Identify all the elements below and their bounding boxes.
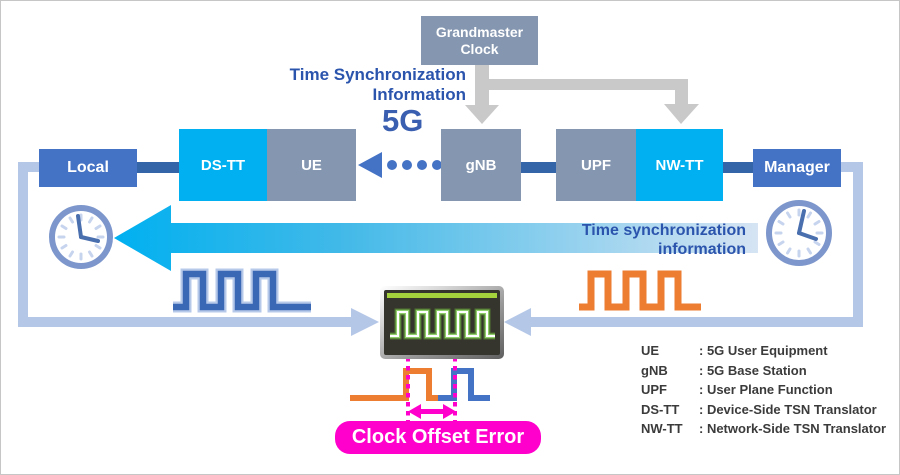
legend-row-upf: UPF : User Plane Function bbox=[641, 380, 886, 400]
legend-abbr: UPF bbox=[641, 382, 667, 397]
legend-def: : 5G User Equipment bbox=[699, 343, 828, 358]
manager-to-scope-path bbox=[504, 162, 863, 336]
legend-row-nwtt: NW-TT : Network-Side TSN Translator bbox=[641, 419, 886, 439]
offset-pulse-orange bbox=[350, 368, 438, 401]
node-ue: UE bbox=[267, 129, 356, 201]
legend-row-dstt: DS-TT : Device-Side TSN Translator bbox=[641, 400, 886, 420]
node-grandmaster-clock: Grandmaster Clock bbox=[421, 16, 538, 65]
oscilloscope-screen bbox=[384, 290, 500, 355]
manager-clock-icon bbox=[766, 200, 832, 266]
node-manager: Manager bbox=[753, 149, 841, 187]
node-nwtt: NW-TT bbox=[636, 129, 723, 201]
node-connectors bbox=[137, 162, 756, 173]
legend-def: : Device-Side TSN Translator bbox=[699, 401, 877, 417]
legend-abbr: UE bbox=[641, 343, 660, 358]
offset-guide-line-left bbox=[406, 357, 410, 422]
local-square-wave-icon bbox=[173, 268, 311, 313]
oscilloscope-wave bbox=[390, 308, 495, 340]
legend-def: : Network-Side TSN Translator bbox=[699, 421, 887, 436]
oscilloscope-icon bbox=[380, 286, 504, 359]
legend-row-ue: UE : 5G User Equipment bbox=[641, 341, 886, 361]
top-caption: Time Synchronization Information bbox=[289, 65, 466, 104]
oscilloscope-status-bar bbox=[387, 293, 497, 298]
grandmaster-to-gnb-arrow bbox=[465, 63, 499, 124]
offset-measure-arrow bbox=[408, 404, 456, 419]
time-sync-gradient-arrow bbox=[114, 205, 758, 271]
legend-abbr: NW-TT bbox=[641, 421, 683, 436]
clock-offset-error-badge: Clock Offset Error bbox=[335, 421, 541, 454]
legend: UE : 5G User Equipment gNB : 5G Base Sta… bbox=[641, 341, 886, 439]
offset-guide-line-right bbox=[453, 357, 457, 422]
legend-row-gnb: gNB : 5G Base Station bbox=[641, 361, 886, 381]
local-to-scope-path bbox=[18, 162, 379, 336]
local-clock-icon bbox=[49, 205, 113, 269]
node-gnb: gNB bbox=[441, 129, 521, 201]
5g-dotted-arrow bbox=[358, 152, 442, 178]
5g-label: 5G bbox=[382, 103, 424, 138]
legend-abbr: gNB bbox=[641, 362, 668, 378]
legend-abbr: DS-TT bbox=[641, 401, 680, 417]
legend-def: : User Plane Function bbox=[699, 382, 833, 397]
node-dstt: DS-TT bbox=[179, 129, 267, 201]
network-square-wave-icon bbox=[579, 270, 701, 311]
grandmaster-to-nwtt-arrow bbox=[482, 79, 699, 124]
sync-arrow-caption: Time synchronization information bbox=[581, 222, 746, 258]
node-local: Local bbox=[39, 149, 137, 187]
node-upf: UPF bbox=[556, 129, 636, 201]
legend-def: : 5G Base Station bbox=[699, 362, 807, 378]
offset-pulse-blue bbox=[438, 368, 490, 401]
